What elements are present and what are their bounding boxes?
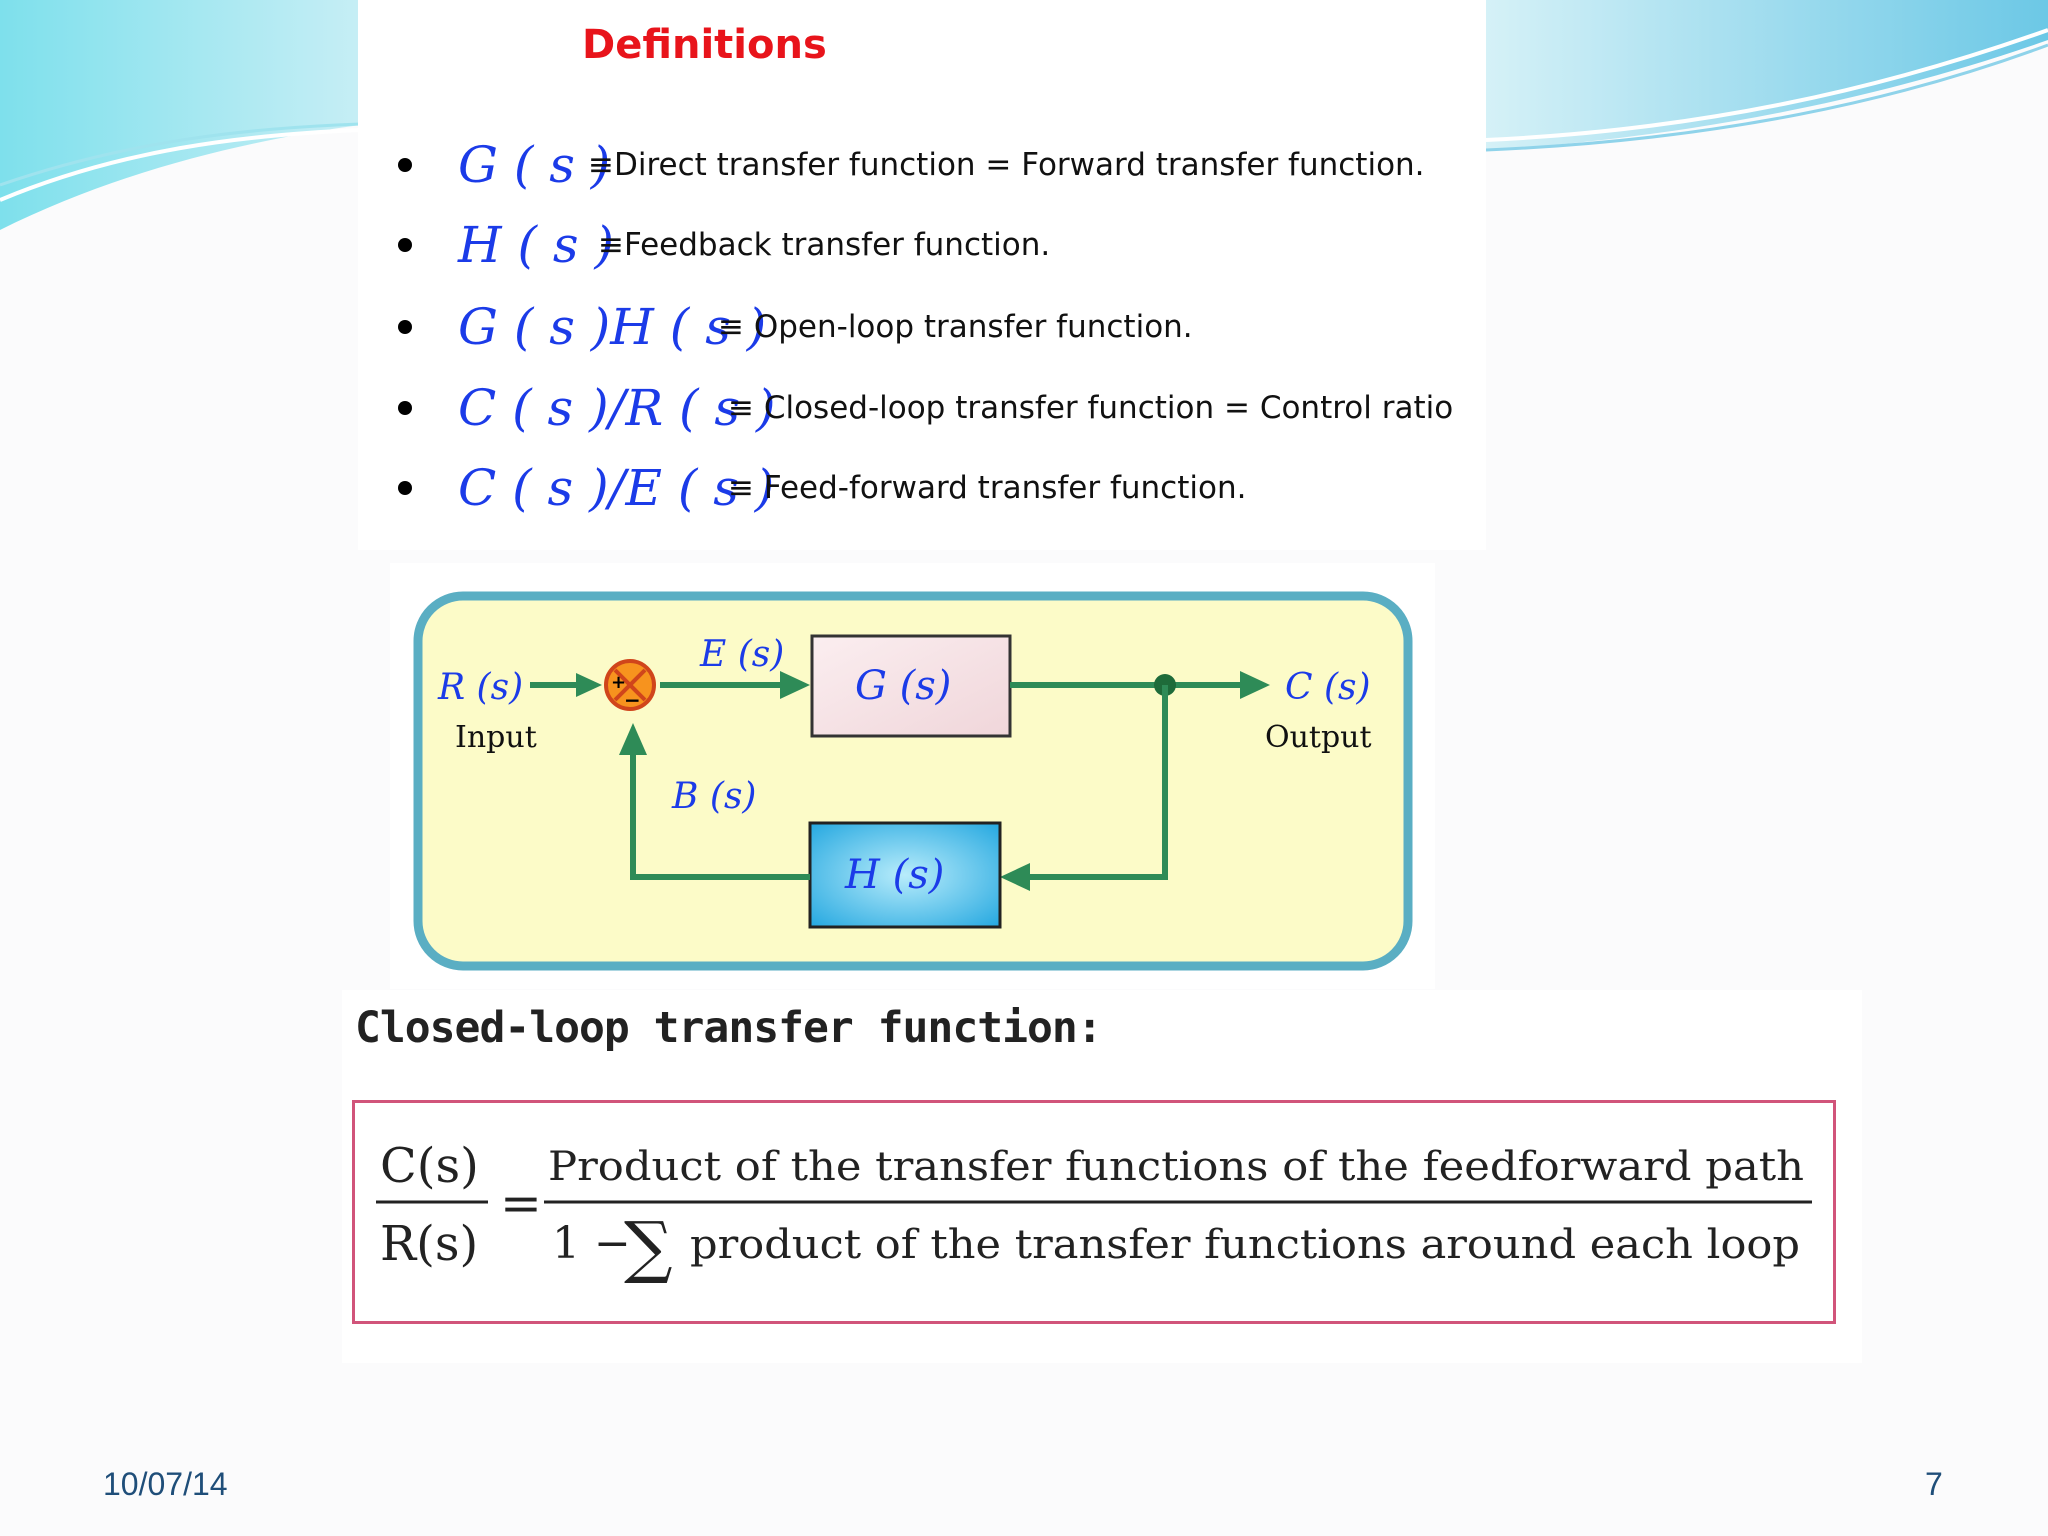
minus-sign: − xyxy=(624,688,641,712)
definition-item: G ( s )H ( s ) ≡ Open-loop transfer func… xyxy=(358,292,1486,362)
input-arrowhead xyxy=(576,673,602,697)
formula-box xyxy=(352,1100,1836,1324)
summing-junction-cross xyxy=(613,668,647,702)
bullet-icon xyxy=(398,320,412,334)
block-diagram: + − R (s) Input E (s) G (s) C (s) Output… xyxy=(413,591,1413,971)
feedback-arrowhead xyxy=(1000,863,1030,891)
output-label: Output xyxy=(1265,720,1372,755)
feedback-block-label: H (s) xyxy=(844,852,944,898)
definition-item: H ( s ) ≡Feedback transfer function. xyxy=(358,210,1486,280)
definition-text: ≡ Closed-loop transfer function = Contro… xyxy=(728,390,1454,426)
output-signal-label: C (s) xyxy=(1285,667,1371,708)
rhs-denominator-prefix: 1 − xyxy=(552,1218,631,1269)
page-number: 7 xyxy=(1925,1466,1943,1502)
definition-text: ≡ Open-loop transfer function. xyxy=(718,309,1193,345)
output-arrowhead xyxy=(1240,671,1270,699)
definitions-panel: G ( s ) ≡Direct transfer function = Forw… xyxy=(358,0,1486,550)
definition-symbol: C ( s )/E ( s ) xyxy=(458,459,775,517)
error-arrowhead xyxy=(780,671,810,699)
definition-item: C ( s )/E ( s ) ≡ Feed-forward transfer … xyxy=(358,453,1486,523)
input-signal-label: R (s) xyxy=(437,667,523,708)
definition-symbol: G ( s )H ( s ) xyxy=(458,298,767,356)
bullet-icon xyxy=(398,401,412,415)
feedback-line-left xyxy=(630,753,810,880)
sigma-symbol: ∑ xyxy=(624,1208,673,1287)
forward-block-label: G (s) xyxy=(855,663,951,709)
definition-item: C ( s )/R ( s ) ≡ Closed-loop transfer f… xyxy=(358,373,1486,443)
feedback-up-arrowhead xyxy=(619,723,647,755)
header-wave-decoration xyxy=(0,0,2048,230)
definition-item: G ( s ) ≡Direct transfer function = Forw… xyxy=(358,130,1486,200)
rhs-denominator: product of the transfer functions around… xyxy=(690,1222,1800,1268)
input-label: Input xyxy=(455,720,537,755)
definition-symbol: C ( s )/R ( s ) xyxy=(458,379,776,437)
lhs-denominator: R(s) xyxy=(380,1216,478,1272)
rhs-numerator: Product of the transfer functions of the… xyxy=(548,1144,1804,1190)
bullet-icon xyxy=(398,481,412,495)
closed-loop-formula: C(s) R(s) = Product of the transfer func… xyxy=(376,1138,1812,1287)
definition-text: ≡Feedback transfer function. xyxy=(598,227,1051,263)
footer-date: 10/07/14 xyxy=(103,1466,228,1502)
bullet-icon xyxy=(398,238,412,252)
plus-sign: + xyxy=(611,672,626,693)
forward-block-g xyxy=(810,634,1012,738)
error-signal-label: E (s) xyxy=(699,634,784,675)
equals-sign: = xyxy=(500,1174,542,1232)
lhs-numerator: C(s) xyxy=(380,1138,479,1194)
feedback-signal-label: B (s) xyxy=(671,776,756,817)
definition-symbol: H ( s ) xyxy=(458,216,614,274)
definition-text: ≡ Feed-forward transfer function. xyxy=(728,470,1247,506)
definitions-title: Definitions xyxy=(582,22,827,68)
feedback-line-right xyxy=(1030,685,1168,880)
definition-symbol: G ( s ) xyxy=(458,136,611,194)
definition-text: ≡Direct transfer function = Forward tran… xyxy=(588,147,1425,183)
bullet-icon xyxy=(398,158,412,172)
formula-heading: Closed-loop transfer function: xyxy=(355,1003,1103,1053)
